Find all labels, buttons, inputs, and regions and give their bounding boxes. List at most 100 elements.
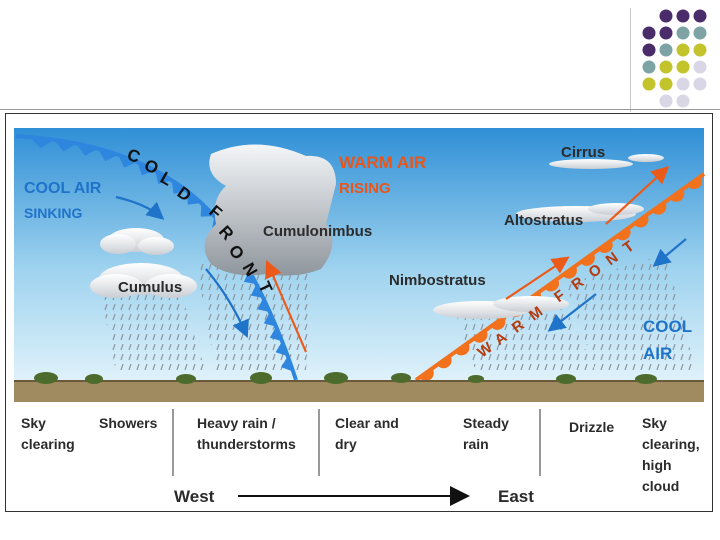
nimbostratus-label: Nimbostratus xyxy=(389,272,486,289)
warm-air-rising-arrow-1 xyxy=(505,256,570,300)
rain-drizzle xyxy=(566,254,696,372)
dot xyxy=(642,26,656,40)
cool-air-right-label-2: AIR xyxy=(643,344,672,363)
dot xyxy=(642,43,656,57)
dot xyxy=(642,77,656,91)
warm-front-semicircle xyxy=(544,278,560,292)
weather-sky-clearing: Sky xyxy=(21,415,46,431)
cold-front-triangle xyxy=(281,356,294,372)
ground-shrubs xyxy=(34,372,657,384)
nimbostratus-cloud xyxy=(433,296,569,319)
dot xyxy=(676,43,690,57)
dot xyxy=(659,9,673,23)
warm-front-semicircle xyxy=(472,329,488,343)
warm-air-rising-arrow-2 xyxy=(605,166,670,225)
cold-front-triangle xyxy=(275,341,288,357)
cumulus-cloud xyxy=(90,263,197,298)
svg-text:Showers: Showers xyxy=(99,415,158,431)
dot xyxy=(659,94,673,108)
cold-front-triangle xyxy=(200,203,215,217)
weather-steady-rain-2: rain xyxy=(463,436,489,452)
warm-air-rising-label: WARM AIR xyxy=(339,153,426,172)
cirrus-cloud xyxy=(549,154,664,169)
weather-heavy-rain-2: thunderstorms xyxy=(197,436,296,452)
warm-front-semicircle xyxy=(437,355,452,369)
weather-showers: Showers xyxy=(99,415,158,431)
cumulus-cloud-small xyxy=(100,228,174,255)
dot xyxy=(659,77,673,91)
cold-front-triangle xyxy=(155,170,172,184)
warm-front-semicircle xyxy=(419,368,434,381)
weather-clear-dry: Clear and xyxy=(335,415,399,431)
dot xyxy=(676,26,690,40)
dot xyxy=(676,77,690,91)
dot xyxy=(676,9,690,23)
warm-front-semicircle xyxy=(651,201,667,215)
weather-steady-rain: Steady xyxy=(463,415,509,431)
dot xyxy=(693,9,707,23)
weather-high-cloud: Sky xyxy=(642,415,667,431)
weather-high-cloud-3: high xyxy=(642,457,672,473)
dot xyxy=(693,60,707,74)
cold-front-triangle xyxy=(171,180,188,194)
weather-drizzle: Drizzle xyxy=(569,419,614,435)
cold-front-triangle xyxy=(53,139,77,152)
dot xyxy=(693,43,707,57)
cirrus-label: Cirrus xyxy=(561,144,605,161)
slide-rule xyxy=(0,109,720,110)
warm-front-semicircle xyxy=(616,227,631,241)
cold-front-triangle xyxy=(269,326,283,342)
cold-front-triangle xyxy=(257,298,270,313)
dot xyxy=(676,60,690,74)
ground xyxy=(14,380,704,402)
warm-front-semicircle xyxy=(580,253,595,266)
dot xyxy=(659,26,673,40)
decorative-dot-grid xyxy=(642,9,707,108)
weather-high-cloud-4: cloud xyxy=(642,478,679,494)
cold-front-triangle xyxy=(187,191,202,205)
dot xyxy=(642,60,656,74)
svg-text:Heavy rain /thunderstorms: Heavy rain / thunderstorms xyxy=(197,415,296,452)
svg-text:Drizzle: Drizzle xyxy=(569,419,614,435)
rain-cumulus xyxy=(101,294,206,372)
cold-front-letter: C xyxy=(125,145,143,167)
warm-front-semicircle xyxy=(455,342,470,356)
warm-front-semicircle xyxy=(633,214,649,228)
dot xyxy=(659,60,673,74)
dot xyxy=(659,43,673,57)
dot xyxy=(693,77,707,91)
altostratus-cloud xyxy=(516,203,644,222)
warm-front-sinking-arrow-2 xyxy=(652,238,687,267)
warm-air-rising-label-2: RISING xyxy=(339,180,391,197)
west-label: West xyxy=(174,487,215,506)
cool-air-sinking-arrow xyxy=(115,195,165,220)
warm-front-semicircle xyxy=(598,240,613,253)
cold-front-triangle xyxy=(250,284,264,298)
warm-front-sinking-arrow-1 xyxy=(547,293,597,332)
warm-front-semicircle xyxy=(490,317,506,330)
header-separator xyxy=(630,8,631,112)
weather-heavy-rain: Heavy rain / xyxy=(197,415,276,431)
cold-front-triangle xyxy=(263,312,277,327)
weather-high-cloud-2: clearing, xyxy=(642,436,700,452)
weather-clear-dry-2: dry xyxy=(335,436,357,452)
cold-front-triangle xyxy=(29,136,54,149)
cumulonimbus-cloud xyxy=(204,144,336,276)
cold-front-descending-arrow xyxy=(205,268,249,339)
cold-front-triangle xyxy=(76,143,98,156)
cold-front-triangle xyxy=(97,148,119,162)
altostratus-label: Altostratus xyxy=(504,212,583,229)
warm-front-semicircle xyxy=(687,176,703,189)
dot xyxy=(693,26,707,40)
cold-front-triangle xyxy=(118,154,138,168)
cold-front-triangle xyxy=(243,270,257,285)
cool-air-sinking-label-2: SINKING xyxy=(24,205,82,221)
cold-front-triangle xyxy=(137,162,156,176)
cool-air-sinking-label: COOL AIR xyxy=(24,180,102,197)
